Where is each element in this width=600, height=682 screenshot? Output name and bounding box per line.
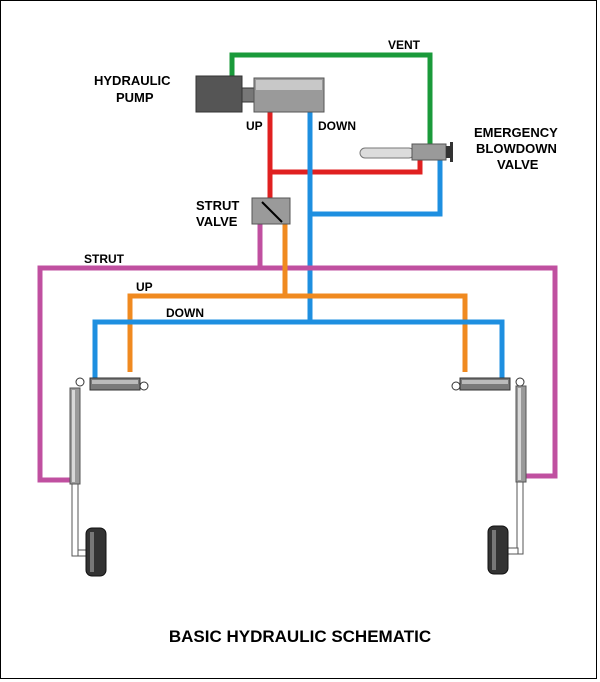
- emergency-up-line: [270, 158, 423, 175]
- left-landing-gear: [69, 387, 107, 577]
- right-gear-actuator: [451, 377, 525, 391]
- strut-line: [37, 222, 263, 483]
- gear-down-line-label: DOWN: [166, 306, 204, 320]
- strut-line-label: STRUT: [84, 252, 125, 266]
- vent-label: VENT: [388, 38, 421, 52]
- pump-up-label: UP: [246, 119, 263, 133]
- diagram-title: BASIC HYDRAULIC SCHEMATIC: [169, 627, 431, 646]
- emergency-label-line3: VALVE: [497, 157, 539, 172]
- emergency-label-line1: EMERGENCY: [474, 125, 558, 140]
- pump-down-label: DOWN: [318, 119, 356, 133]
- pump-label-line2: PUMP: [116, 90, 154, 105]
- strut-valve-label-line2: VALVE: [196, 214, 238, 229]
- emergency-label-line2: BLOWDOWN: [476, 141, 557, 156]
- emergency-down-line: [310, 158, 443, 217]
- hydraulic-pump: [195, 75, 325, 113]
- gear-up-line-label: UP: [136, 280, 153, 294]
- left-gear-actuator: [75, 377, 149, 391]
- vent-line: [229, 52, 433, 148]
- gear-up-distribution: [127, 293, 468, 372]
- strut-line-right: [260, 265, 558, 479]
- pump-label-line1: HYDRAULIC: [94, 73, 171, 88]
- strut-valve: [251, 197, 291, 225]
- strut-valve-label-line1: STRUT: [196, 198, 239, 213]
- right-landing-gear: [487, 385, 527, 575]
- gear-down-distribution: [92, 319, 505, 384]
- emergency-blowdown-valve: [359, 142, 453, 162]
